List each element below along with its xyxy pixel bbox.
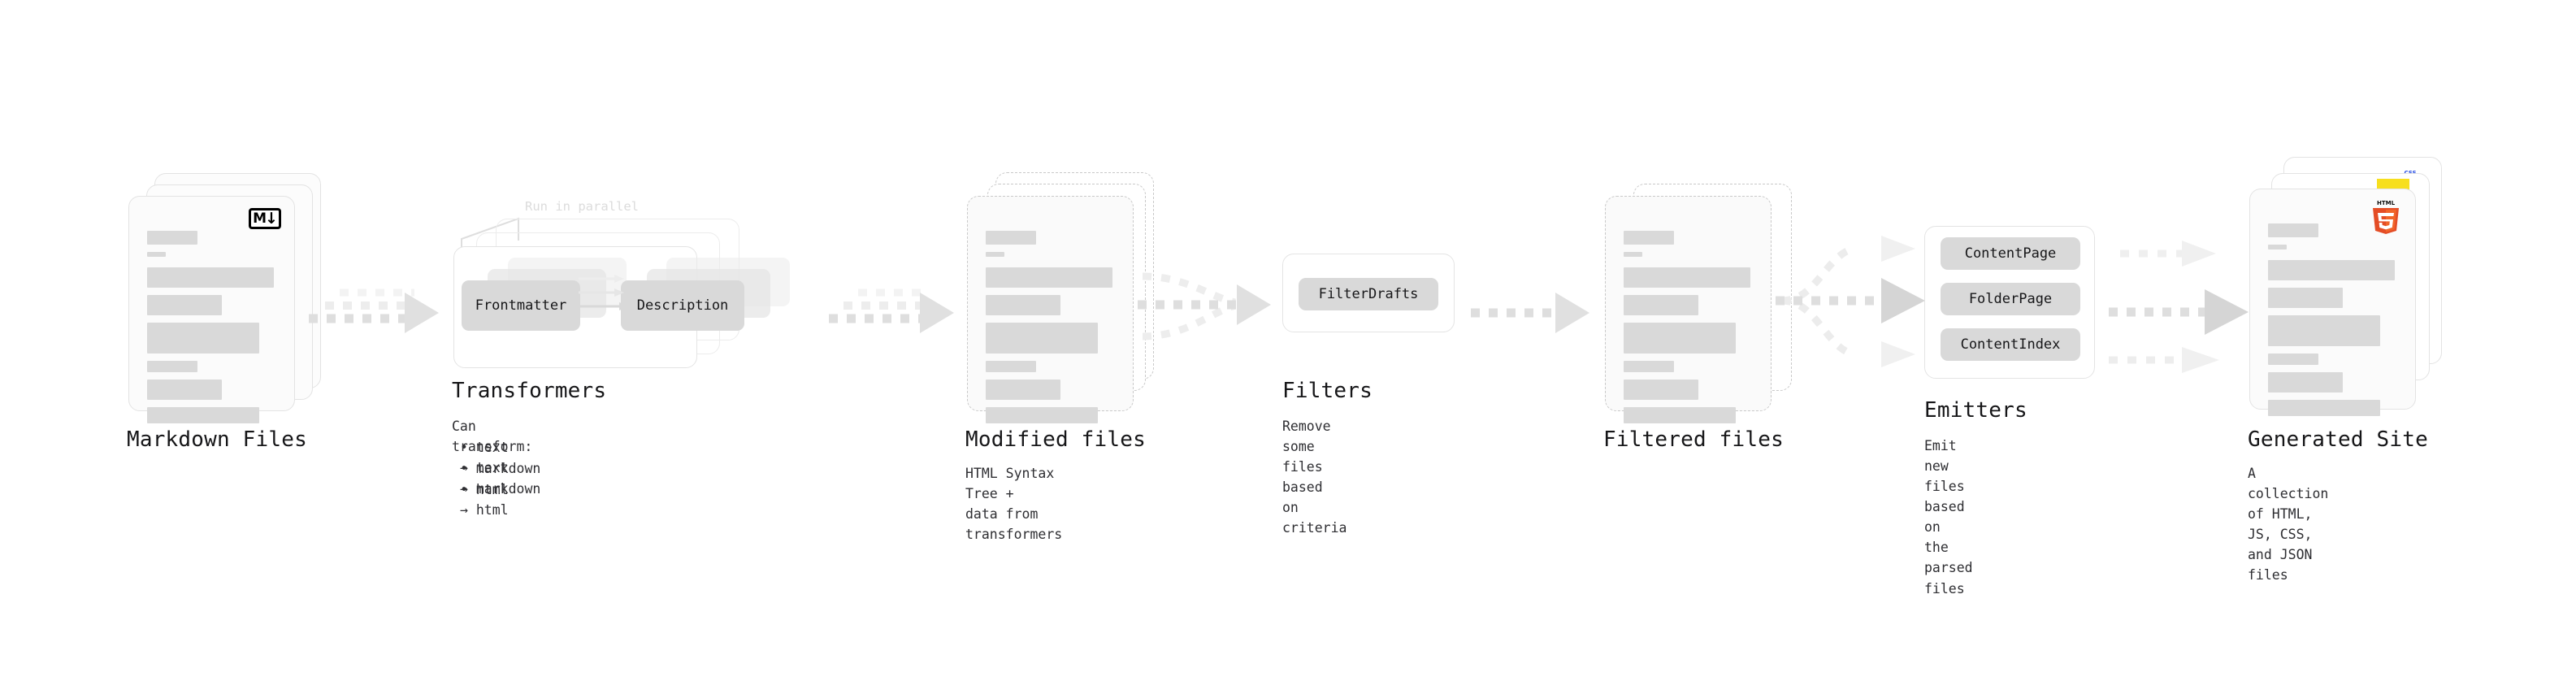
content-bar [2268, 315, 2380, 346]
content-bar [986, 252, 1004, 257]
stage-title-emitters: Emitters [1924, 398, 2027, 423]
stage-subtitle-filters: Remove some files based on criteria [1282, 419, 1347, 536]
content-bar [986, 407, 1098, 423]
content-bar [2268, 245, 2287, 249]
filtered-file-content [1624, 231, 1753, 431]
arrow-modified-to-filters [1138, 258, 1300, 356]
content-bar [986, 361, 1036, 372]
bullet-text: markdown → markdown [460, 461, 541, 497]
stage-title-transformers: Transformers [452, 379, 607, 403]
transformers-bullet-2: • html → html [460, 482, 509, 518]
markdown-badge-arrow: ↓ [265, 209, 278, 228]
arrow-transformers-to-modified [829, 276, 983, 341]
transformer-inner-arrows [579, 271, 644, 336]
content-bar [147, 267, 274, 288]
transformers-bullet-1: • markdown → markdown [460, 461, 541, 497]
content-bar [1624, 323, 1736, 354]
content-bar [147, 361, 197, 372]
arrow-markdown-to-transformers [309, 276, 463, 341]
stage-title-generated-site: Generated Site [2248, 427, 2428, 452]
content-bar [147, 380, 222, 400]
modified-file-content [986, 231, 1115, 431]
chip-folderpage[interactable]: FolderPage [1941, 283, 2080, 315]
markdown-file-content [147, 231, 276, 431]
stage-subtitle-emitters: Emit new files based on the parsed files [1924, 438, 1973, 596]
content-bar [2268, 260, 2395, 280]
content-bar [147, 323, 259, 354]
content-bar [2268, 288, 2343, 308]
content-bar [986, 231, 1036, 245]
content-bar [1624, 380, 1698, 400]
content-bar [147, 231, 197, 245]
chip-contentpage[interactable]: ContentPage [1941, 237, 2080, 270]
content-bar [1624, 295, 1698, 315]
filtered-file-card-front [1605, 196, 1772, 423]
modified-file-card-front [967, 196, 1134, 423]
markdown-badge: M↓ [249, 208, 281, 229]
content-bar [2268, 372, 2343, 393]
content-bar [1624, 231, 1674, 245]
content-bar [147, 295, 222, 315]
content-bar [1624, 407, 1736, 423]
chip-contentindex[interactable]: ContentIndex [1941, 328, 2080, 361]
stage-title-markdown-files: Markdown Files [127, 427, 307, 452]
stage-title-modified-files: Modified files [965, 427, 1146, 452]
generated-file-card-front: HTML [2249, 189, 2416, 416]
content-bar [1624, 361, 1674, 372]
content-bar [986, 295, 1060, 315]
markdown-badge-letter: M [253, 210, 267, 227]
content-bar [986, 323, 1098, 354]
content-bar [147, 252, 166, 257]
run-in-parallel-label: Run in parallel [525, 199, 639, 214]
chip-description[interactable]: Description [621, 280, 744, 331]
content-bar [2268, 223, 2318, 237]
stage-subtitle-generated-site: A collection of HTML, JS, CSS, and JSON … [2248, 466, 2329, 583]
content-bar [2268, 400, 2380, 416]
stage-title-filters: Filters [1282, 379, 1373, 403]
chip-filterdrafts[interactable]: FilterDrafts [1299, 278, 1438, 310]
content-bar [2268, 354, 2318, 365]
bullet-text: html → html [460, 482, 509, 518]
bullet-text: text → text [460, 440, 509, 476]
arrow-filtered-to-emitters [1776, 221, 1938, 384]
stage-subtitle-transformers: Can transform: [452, 419, 533, 455]
svg-text:HTML: HTML [2377, 200, 2396, 206]
chip-frontmatter[interactable]: Frontmatter [462, 280, 580, 331]
content-bar [986, 380, 1060, 400]
content-bar [1624, 267, 1750, 288]
arrow-emitters-to-generated-site [2109, 232, 2263, 378]
html5-badge: HTML [2370, 198, 2402, 236]
arrow-filters-to-filtered [1471, 276, 1617, 341]
generated-file-content [2268, 223, 2397, 423]
content-bar [147, 407, 259, 423]
markdown-file-card-front: M↓ [128, 196, 295, 423]
transformers-bullet-0: • text → text [460, 440, 509, 476]
content-bar [1624, 252, 1642, 257]
stage-subtitle-modified-files: HTML Syntax Tree + data from transformer… [965, 466, 1063, 543]
stage-title-filtered-files: Filtered files [1603, 427, 1784, 452]
content-bar [986, 267, 1112, 288]
